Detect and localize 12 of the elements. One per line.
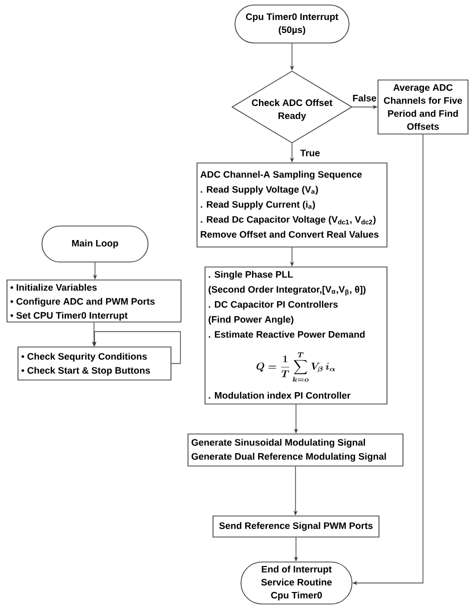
process-box: Generate Sinusoidal Modulating Signal Generate Dual Reference Modulating Signal — [188, 434, 404, 466]
process-box: Average ADC Channels for Five Period and Find Offsets — [378, 80, 468, 134]
terminal-box: Cpu Timer0 Interrupt (50µs) — [234, 4, 350, 44]
edge-label: False — [351, 94, 378, 102]
process-box: ADC Channel-A Sampling Sequence . Read Supply Voltage (V$_{a}$) . Read Supply Current (i$_{a}$) . Read Dc Capacitor Voltage (V$_{dc1}$, V$_{dc2}$) Remove Offset and Convert Real Values — [196, 162, 388, 248]
process-box: • Check Sequrity Conditions • Check Start & Stop Buttons — [18, 346, 172, 380]
process-box: . Single Phase PLL (Second Order Integrator,[V$_{α}$,V$_{β}$, θ]) . DC Capacitor PI Controllers (Find Power Angle) . Estimate Reactive Power Demand $Q =\frac{1}{T}\sum_{k=o}^{T} V_{\beta}\, i_{\alpha}$ . Modulation index PI Controller — [204, 266, 388, 404]
process-box: Send Reference Signal PWM Ports — [212, 516, 380, 538]
terminal-box: End of Interrupt Service Routine Cpu Timer0 — [240, 562, 352, 604]
terminal-box: Main Loop — [42, 226, 148, 262]
edge-label: True — [299, 148, 322, 158]
process-box: • Initialize Variables • Configure ADC and PWM Ports • Set CPU Timer0 Interrupt — [6, 280, 182, 322]
